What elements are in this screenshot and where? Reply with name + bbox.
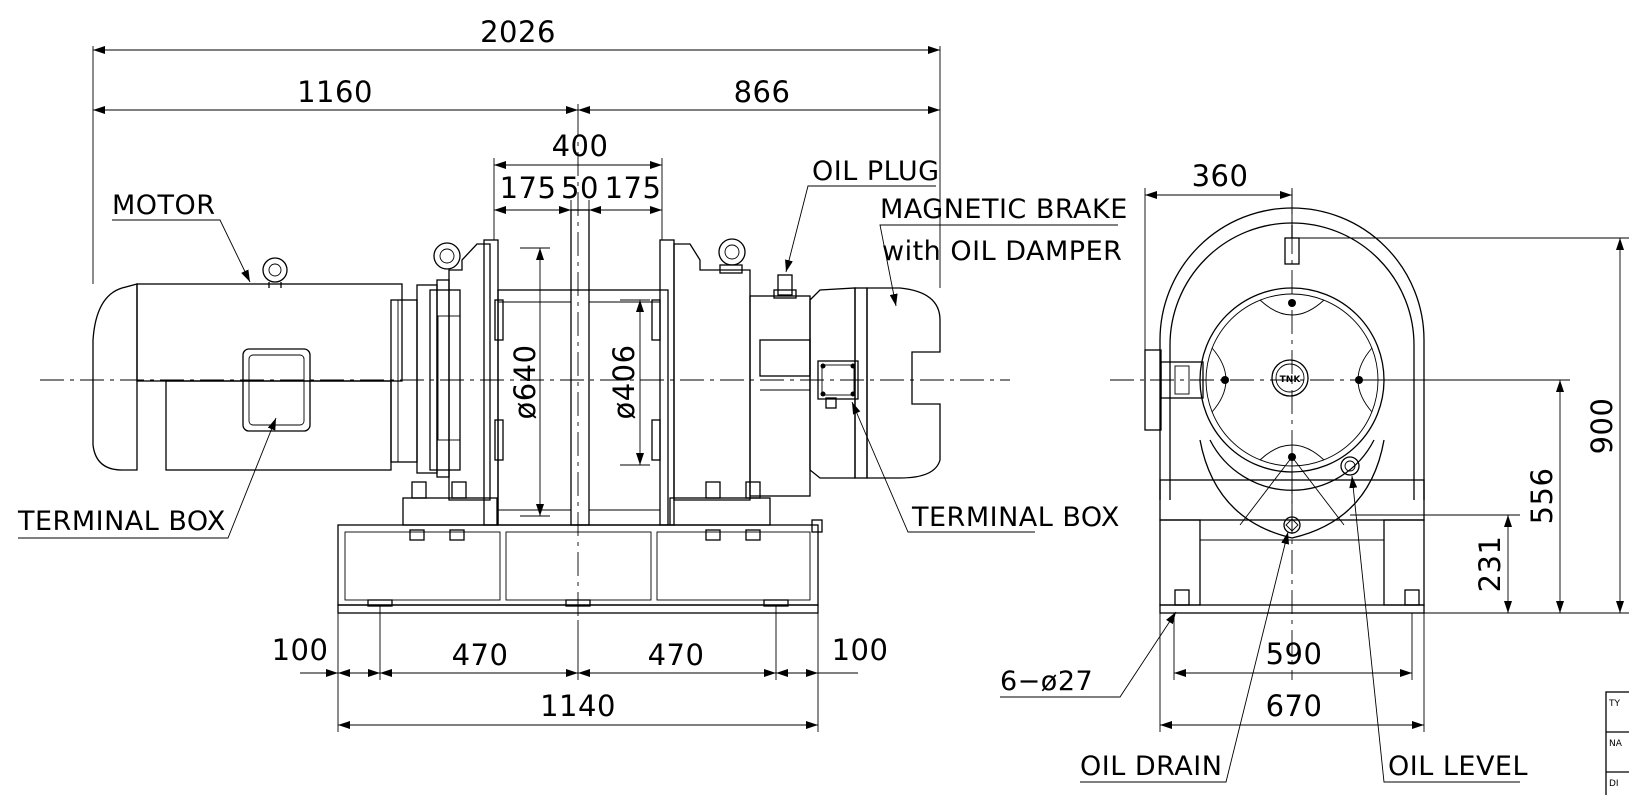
dim-overall-length: 2026 bbox=[480, 15, 556, 49]
magnetic-brake bbox=[809, 287, 941, 533]
dim-drain-height: 231 bbox=[1473, 536, 1507, 593]
dim-motor-side-length: 1160 bbox=[297, 75, 373, 109]
svg-text:TNK: TNK bbox=[1280, 375, 1302, 385]
label-magnetic-brake: MAGNETIC BRAKE bbox=[880, 194, 1128, 225]
dim-overall-height: 900 bbox=[1585, 398, 1619, 455]
motor-body bbox=[92, 257, 450, 478]
oil-drain-plug bbox=[1283, 516, 1301, 534]
leader-oil-plug bbox=[785, 185, 936, 273]
label-terminal-box-left: TERMINAL BOX bbox=[17, 506, 226, 537]
dim-drum-width: 400 bbox=[552, 129, 609, 163]
label-oil-drain: OIL DRAIN bbox=[1080, 751, 1222, 782]
brake-terminal-box bbox=[817, 360, 859, 400]
dim-drum-flange-right: 175 bbox=[605, 171, 662, 205]
dim-brake-side-length: 866 bbox=[734, 75, 791, 109]
leader-motor bbox=[112, 219, 251, 283]
motor-eye-bolt bbox=[262, 257, 288, 283]
label-terminal-box-right: TERMINAL BOX bbox=[911, 502, 1120, 533]
drum-center-flange bbox=[570, 209, 590, 526]
oil-plug bbox=[777, 274, 793, 296]
side-view: TNK bbox=[1000, 159, 1629, 783]
dim-base-pitch-right: 470 bbox=[648, 638, 705, 672]
dim-base-length: 1140 bbox=[540, 689, 616, 723]
dim-drum-diameter: ø406 bbox=[607, 344, 641, 419]
dim-base-width: 670 bbox=[1266, 689, 1323, 723]
label-oil-level: OIL LEVEL bbox=[1388, 751, 1528, 782]
dim-base-pitch-left: 470 bbox=[452, 638, 509, 672]
leader-oil-drain bbox=[1080, 531, 1289, 783]
side-base bbox=[1159, 519, 1425, 614]
dim-flange-diameter: ø640 bbox=[508, 344, 542, 419]
dim-drum-center: 50 bbox=[561, 171, 599, 205]
dim-drum-center-height: 556 bbox=[1525, 468, 1559, 525]
label-oil-damper: with OIL DAMPER bbox=[882, 236, 1122, 267]
drum-flange-left bbox=[483, 239, 499, 526]
drum-flange-right bbox=[659, 239, 675, 526]
base-frame bbox=[337, 524, 819, 614]
gear-housing-right bbox=[669, 238, 811, 526]
title-block-type: TY bbox=[1608, 699, 1620, 709]
oil-level-gauge bbox=[1340, 456, 1360, 476]
logo-icon bbox=[1271, 359, 1309, 397]
side-dimensions bbox=[1144, 188, 1629, 732]
leader-terminal-box-left bbox=[18, 417, 277, 539]
dim-base-left-offset: 100 bbox=[272, 633, 329, 667]
dim-base-right-offset: 100 bbox=[832, 633, 889, 667]
leader-magnetic-brake bbox=[879, 224, 1118, 307]
title-block-name: NA bbox=[1609, 739, 1623, 749]
leader-terminal-box-right bbox=[851, 401, 1035, 533]
front-view: 2026 1160 866 400 175 50 175 ø640 ø406 1… bbox=[17, 15, 1128, 732]
label-anchor-holes: 6−ø27 bbox=[1000, 666, 1093, 697]
dim-bolt-spacing: 590 bbox=[1266, 637, 1323, 671]
label-motor: MOTOR bbox=[112, 190, 216, 221]
leader-oil-level bbox=[1349, 475, 1520, 783]
dim-drum-flange-left: 175 bbox=[500, 171, 557, 205]
title-block: TY NA DI bbox=[1605, 691, 1629, 795]
leader-anchor-holes bbox=[1000, 611, 1177, 698]
label-oil-plug: OIL PLUG bbox=[812, 156, 940, 187]
dim-side-width-top: 360 bbox=[1192, 159, 1249, 193]
motor-terminal-box bbox=[242, 348, 311, 432]
title-block-drawing: DI bbox=[1609, 779, 1619, 789]
front-dimensions bbox=[92, 46, 941, 732]
